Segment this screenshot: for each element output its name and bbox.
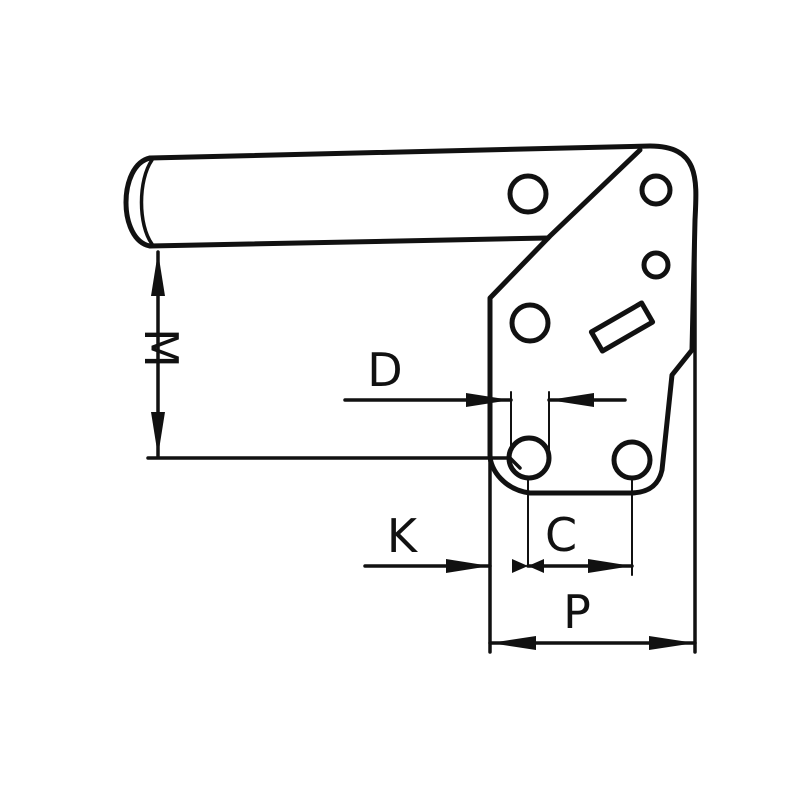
clamp-handle [123, 143, 653, 249]
dimension-d: D [343, 343, 627, 453]
clamp-body [487, 143, 699, 654]
hole-middle [509, 302, 551, 344]
label-k: K [387, 509, 419, 563]
slot [588, 300, 656, 354]
label-p: P [563, 585, 591, 639]
label-c: C [545, 508, 577, 562]
dimension-m: M [134, 250, 522, 470]
hole-upper-right [639, 173, 673, 207]
hole-upper-left [507, 173, 549, 215]
mounting-holes [506, 173, 673, 481]
dimension-c: C [526, 477, 634, 576]
pivot-hole-right [611, 439, 653, 481]
pivot-hole-left [506, 435, 552, 481]
label-d: D [367, 343, 402, 397]
hole-mid-right [641, 250, 671, 280]
label-m: M [134, 328, 188, 368]
dimension-p: P [488, 585, 697, 650]
dimension-k: K [363, 477, 544, 573]
